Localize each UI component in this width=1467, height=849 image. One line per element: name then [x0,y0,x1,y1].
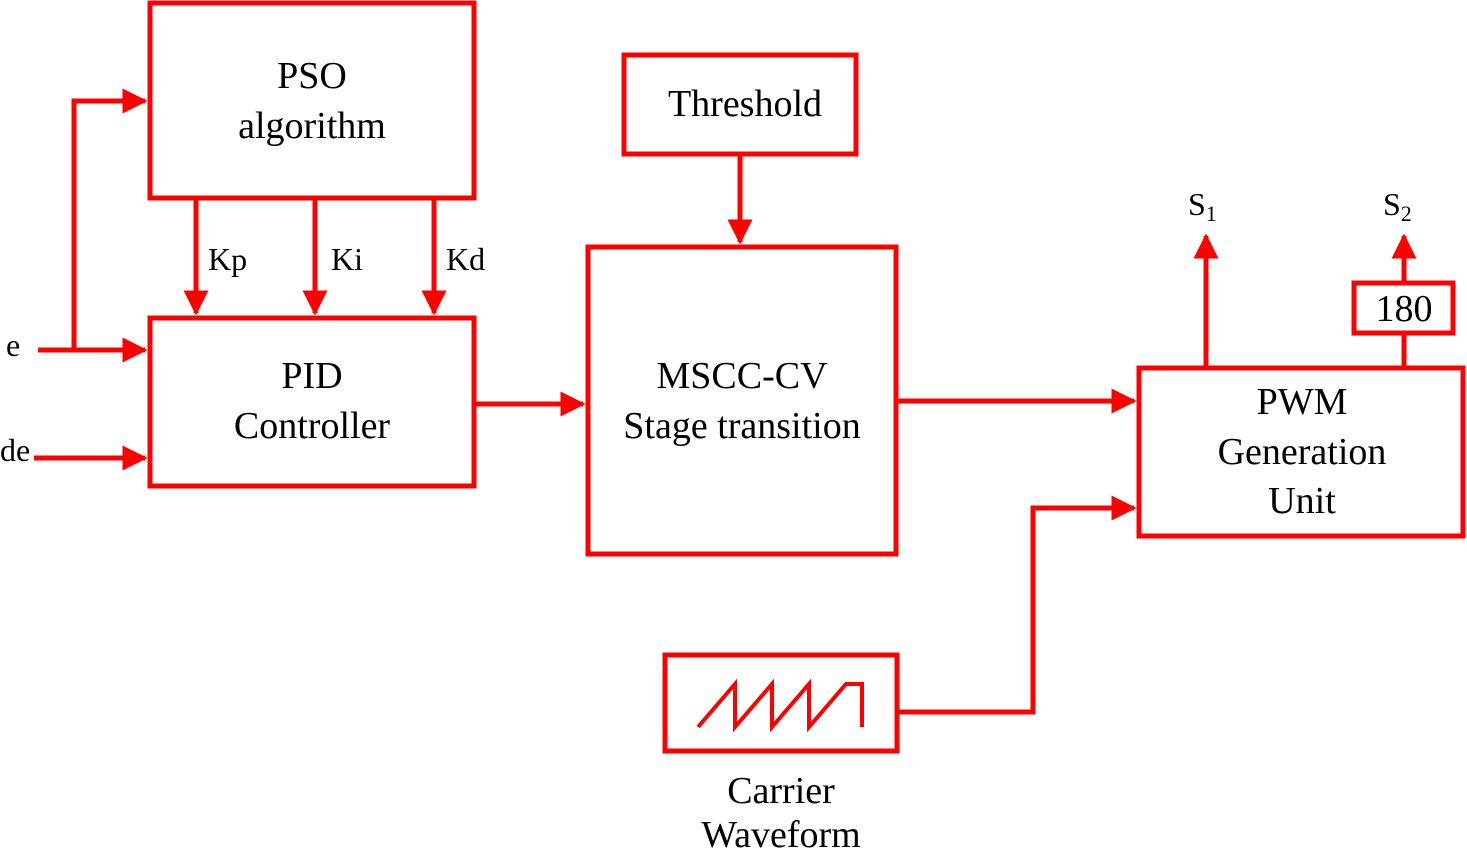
carrier-label-line2: Waveform [701,814,860,849]
phase-shift-block: 180 [1351,280,1456,336]
pso-label-line2: algorithm [238,105,386,147]
pwm-label-line3: Unit [1268,480,1336,522]
pwm-label-line1: PWM [1257,381,1348,423]
s2-letter: S [1383,186,1401,222]
s1-letter: S [1188,186,1206,222]
pwm-label-line2: Generation [1218,431,1387,473]
kp-label: Kp [208,241,247,277]
phase-shift-label: 180 [1376,288,1433,330]
s2-label: S2 [1383,186,1412,226]
mscc-cv-block: MSCC-CV Stage transition [585,244,899,557]
pid-controller-block: PID Controller [147,315,477,489]
pid-label-line2: Controller [234,405,391,447]
mscc-label-line2: Stage transition [623,405,860,447]
pid-label-line1: PID [281,355,342,397]
carrier-waveform-block [662,652,900,754]
sawtooth-wave-icon [696,678,864,733]
carrier-to-pwm-arrow [899,495,1137,715]
ki-label: Ki [331,241,363,277]
pso-label-line1: PSO [277,55,347,97]
e-label: e [6,327,20,363]
s1-subscript: 1 [1206,201,1217,226]
pso-algorithm-block: PSO algorithm [147,0,477,201]
s1-label: S1 [1188,186,1217,226]
e-feedback-to-pso-arrow [71,88,148,350]
de-label: de [0,432,30,468]
pwm-generation-block: PWM Generation Unit [1136,365,1466,539]
threshold-block: Threshold [621,52,859,157]
kd-label: Kd [446,241,485,277]
threshold-label: Threshold [668,83,822,125]
mscc-label-line1: MSCC-CV [656,355,828,397]
carrier-label-line1: Carrier [727,770,835,812]
s2-subscript: 2 [1401,201,1412,226]
